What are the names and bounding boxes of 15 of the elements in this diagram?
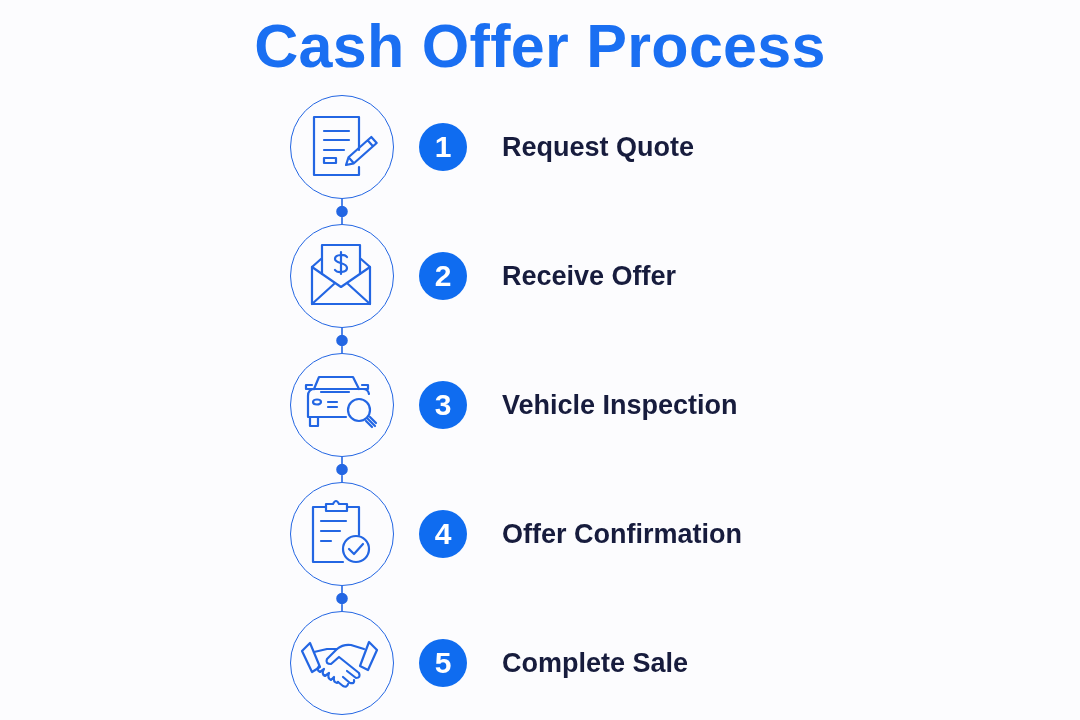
connector-line xyxy=(336,456,348,483)
step-label: Complete Sale xyxy=(502,647,689,679)
step-number-badge: 2 xyxy=(419,252,467,300)
connector-line xyxy=(336,327,348,354)
step-label: Offer Confirmation xyxy=(502,518,742,550)
title: Cash Offer Process xyxy=(254,14,826,78)
step-number-badge: 5 xyxy=(419,639,467,687)
step-label: Request Quote xyxy=(502,131,695,163)
connector-line xyxy=(336,585,348,612)
step-number-badge: 1 xyxy=(419,123,467,171)
connector-line xyxy=(336,198,348,225)
step-label: Vehicle Inspection xyxy=(502,389,738,421)
step-number-badge: 4 xyxy=(419,510,467,558)
step-label: Receive Offer xyxy=(502,260,677,292)
step-number-badge: 3 xyxy=(419,381,467,429)
